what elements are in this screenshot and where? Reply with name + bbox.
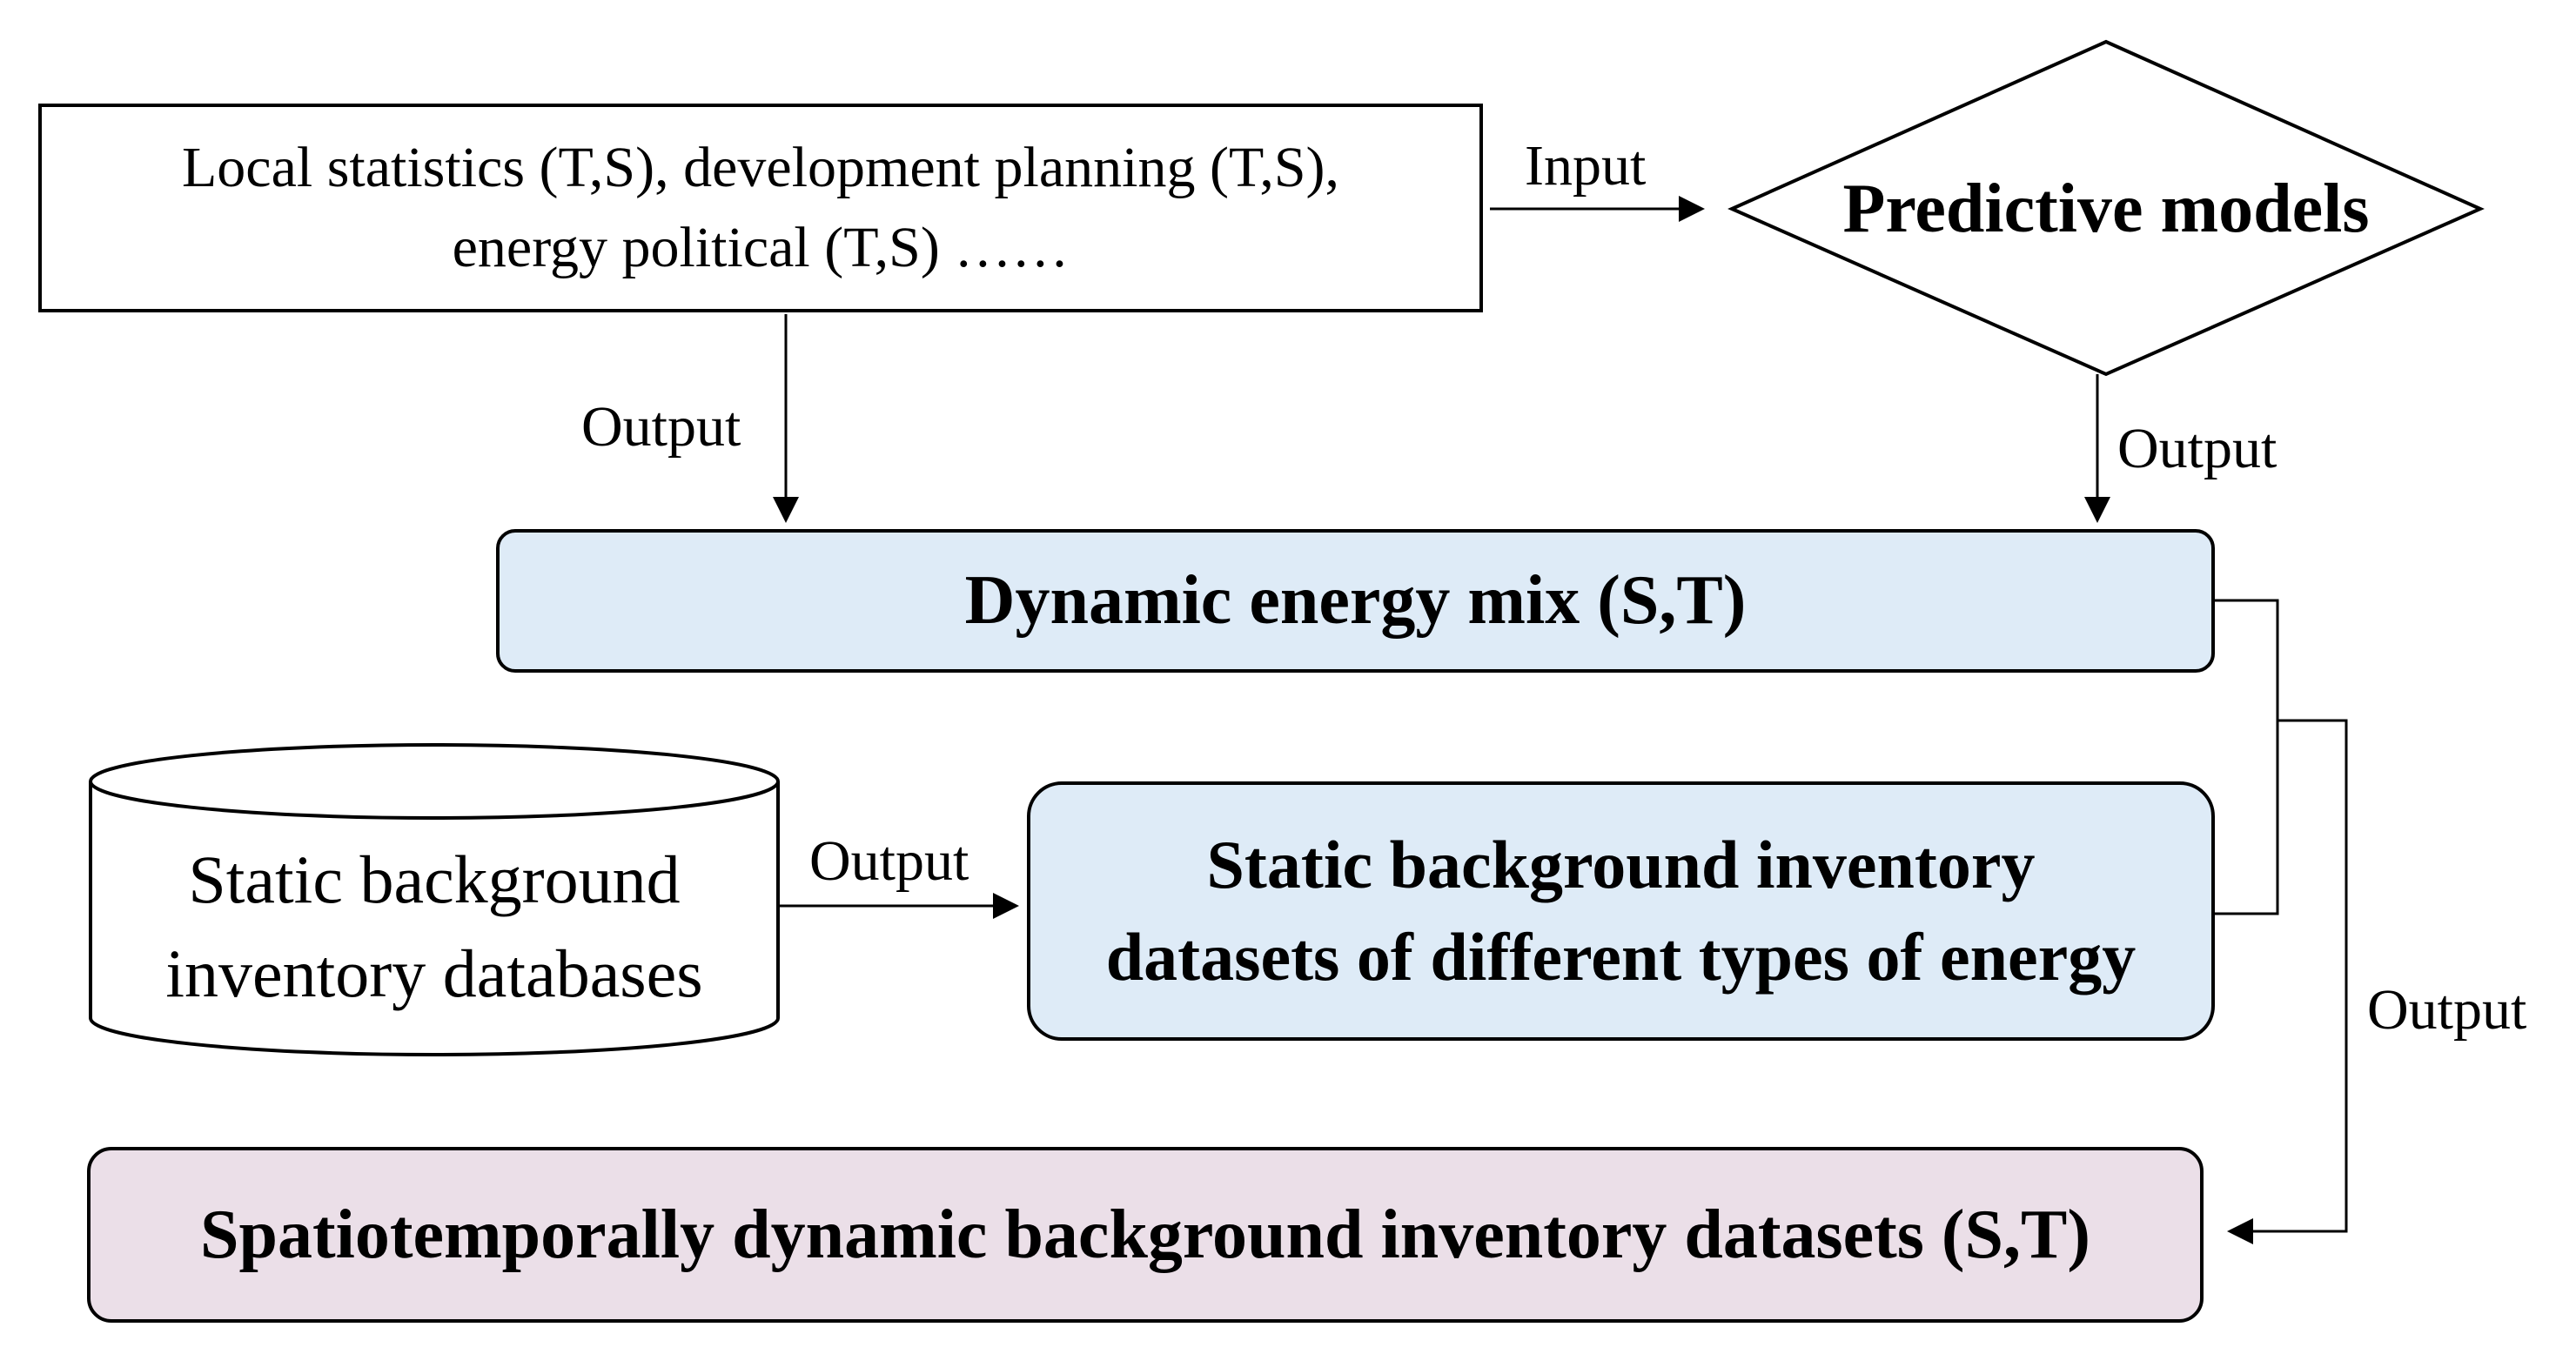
static-datasets-box: Static background inventory datasets of … [1027,781,2215,1041]
database-output-edge-label: Output [809,829,969,893]
result-label: Spatiotemporally dynamic background inve… [199,1196,2091,1273]
merge-bracket [2215,599,2279,915]
inputs-line-2: energy political (T,S) …… [452,216,1070,279]
database-label: Static background inventory databases [91,814,778,1040]
inputs-box: Local statistics (T,S), development plan… [38,104,1483,312]
static-datasets-line-1: Static background inventory [1206,827,2036,902]
database-line-2: inventory databases [165,935,703,1011]
inputs-output-edge-label: Output [581,395,741,459]
static-datasets-line-2: datasets of different types of energy [1105,919,2137,995]
dynamic-energy-mix-label: Dynamic energy mix (S,T) [964,562,1747,639]
database-cylinder [89,743,780,1056]
predictive-models-diamond [1727,39,2485,377]
result-box: Spatiotemporally dynamic background inve… [87,1147,2204,1323]
models-output-edge-label: Output [2117,417,2277,480]
dynamic-energy-mix-box: Dynamic energy mix (S,T) [496,529,2215,673]
merge-to-result-arrow [2227,719,2348,1244]
database-line-1: Static background [188,841,681,917]
result-output-edge-label: Output [2367,978,2527,1042]
input-edge-label: Input [1525,134,1647,198]
inputs-line-1: Local statistics (T,S), development plan… [181,136,1340,199]
predictive-models-label: Predictive models [1842,170,2370,247]
